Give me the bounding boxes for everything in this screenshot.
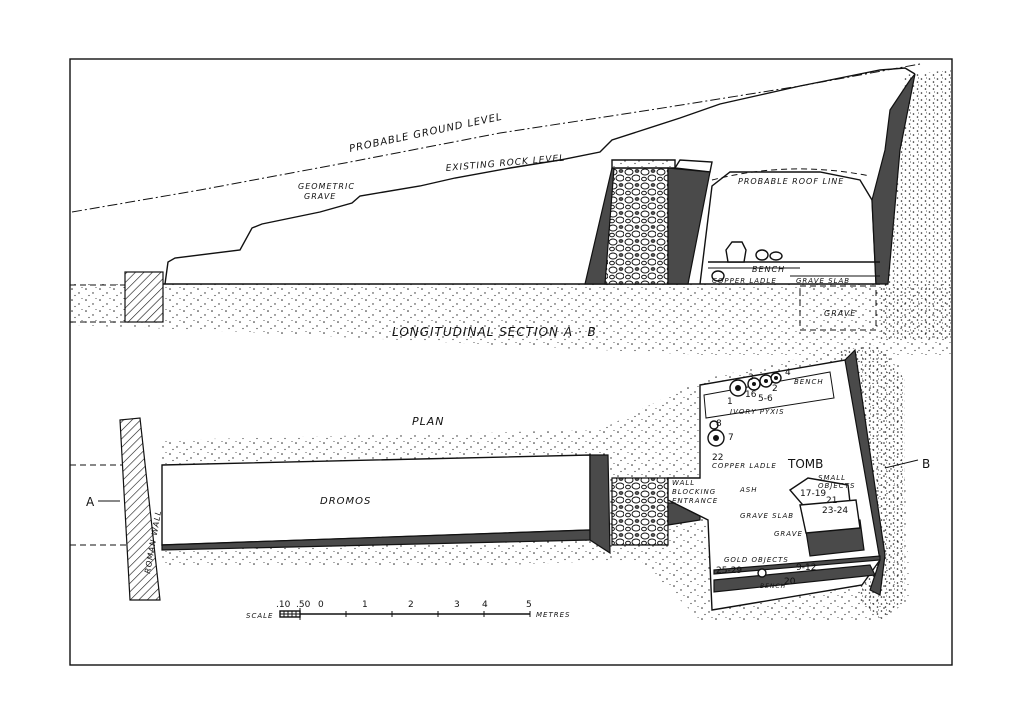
dromos-label: DROMOS xyxy=(320,496,371,507)
geometric-grave-label: GEOMETRIC xyxy=(298,182,355,191)
find-number: 2 xyxy=(772,384,778,394)
scale-tick: 0 xyxy=(318,600,324,610)
find-number: 25-29 xyxy=(716,566,742,576)
find-number: 8 xyxy=(716,419,722,429)
rock-profile xyxy=(164,67,916,285)
find-number: 21 xyxy=(826,496,837,506)
find-number: 17-19 xyxy=(800,489,826,499)
gold-objects-label: GOLD OBJECTS xyxy=(724,556,789,564)
scale-unit: METRES xyxy=(536,611,570,619)
find-number: 3 xyxy=(748,373,754,383)
tomb-label: TOMB xyxy=(787,457,823,471)
wall-blocking-label-2: BLOCKING xyxy=(672,488,716,496)
plan-roman-wall xyxy=(119,417,161,601)
copper-ladle-section-label: COPPER LADLE xyxy=(712,277,777,285)
find-number: 4 xyxy=(785,368,791,378)
copper-ladle-plan-label: COPPER LADLE xyxy=(712,462,777,470)
ash-label: ASH xyxy=(739,486,758,494)
section-title: LONGITUDINAL SECTION A · B xyxy=(392,325,597,339)
geometric-grave-label-2: GRAVE xyxy=(304,192,336,201)
scale-tick: .50 xyxy=(296,600,311,610)
drawing-frame xyxy=(69,58,953,666)
section-blocking-wall xyxy=(604,167,669,285)
point-b-label: B xyxy=(922,457,930,471)
scale-tick: 3 xyxy=(454,600,460,610)
ground-level-line xyxy=(71,63,921,213)
small-objects-label: SMALL xyxy=(818,474,846,482)
ivory-pyxis-label: IVORY PYXIS xyxy=(730,408,785,416)
find-number: 16 xyxy=(745,390,757,400)
find-number: 7 xyxy=(728,433,734,443)
section-roman-wall xyxy=(124,271,164,323)
plan-title: PLAN xyxy=(412,415,445,428)
scale-tick: 2 xyxy=(408,600,414,610)
plan-blocking-wall xyxy=(611,477,669,546)
wall-blocking-label: WALL xyxy=(672,479,695,487)
scale-tick: 5 xyxy=(526,600,532,610)
point-a-label: A xyxy=(86,495,95,509)
scale-tick: .10 xyxy=(276,600,291,610)
find-number: 5-6 xyxy=(758,394,773,404)
grave-slab-plan-label: GRAVE SLAB xyxy=(740,512,794,520)
scale-tick: 1 xyxy=(362,600,368,610)
find-number: 23-24 xyxy=(822,506,848,516)
ground-level-label: PROBABLE GROUND LEVEL xyxy=(348,112,503,155)
vessel-icon xyxy=(711,241,783,282)
scale-bar: SCALE .10 .50 0 1 2 3 4 5 METRES xyxy=(246,600,570,620)
roof-line-label: PROBABLE ROOF LINE xyxy=(738,177,844,186)
wall-blocking-label-3: ENTRANCE xyxy=(672,497,718,505)
grave-plan-label: GRAVE xyxy=(774,530,803,538)
find-number: 20 xyxy=(784,577,796,587)
scale-label: SCALE xyxy=(246,612,273,620)
find-number: 22 xyxy=(712,453,723,463)
grave-section-label: GRAVE xyxy=(824,309,856,318)
longitudinal-section: PROBABLE GROUND LEVEL EXISTING ROCK LEVE… xyxy=(70,63,952,355)
plan-view: PLAN DROMOS ROMAN WALL A B WALL BLOCKING… xyxy=(70,345,930,622)
find-markers xyxy=(707,372,782,578)
scale-tick: 4 xyxy=(482,600,488,610)
small-objects-label-2: OBJECTS xyxy=(818,482,855,490)
bench-label-section: BENCH xyxy=(752,265,785,274)
dromos-floor xyxy=(161,454,591,546)
find-number: 9-12 xyxy=(796,563,816,573)
bench-top-label: BENCH xyxy=(794,378,824,386)
grave-slab-section-label: GRAVE SLAB xyxy=(796,277,850,285)
find-number: 1 xyxy=(727,397,733,407)
bench-bottom-label: BENCH xyxy=(760,583,786,590)
rock-level-label: EXISTING ROCK LEVEL xyxy=(445,154,565,174)
